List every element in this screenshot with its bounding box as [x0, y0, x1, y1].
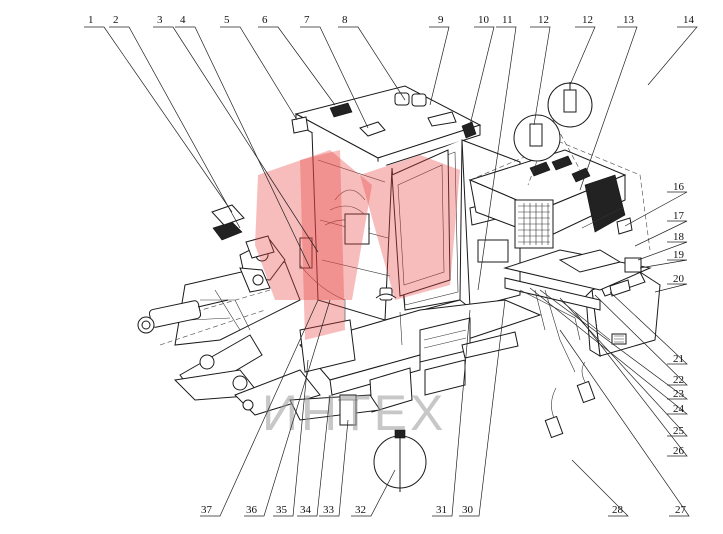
- hydraulic-cylinder: [137, 299, 229, 334]
- callout-18: 18: [673, 231, 685, 243]
- callout-11: 11: [502, 14, 513, 26]
- callout-labels: 1 2 3 4 5 6 7 8 9 10 11 12 12 13 14 16 1…: [88, 14, 695, 516]
- callout-19: 19: [673, 249, 685, 261]
- callout-27: 27: [675, 504, 687, 516]
- callout-37: 37: [201, 504, 213, 516]
- callout-31: 31: [436, 504, 447, 516]
- callout-23: 23: [673, 388, 685, 400]
- cab-window: [375, 149, 451, 301]
- callout-32: 32: [355, 504, 366, 516]
- callout-26: 26: [673, 445, 685, 457]
- bracket-parts: [211, 204, 275, 259]
- callout-17: 17: [673, 210, 685, 222]
- callout-12a: 12: [538, 14, 549, 26]
- leader-lines: [84, 26, 698, 517]
- callout-1: 1: [88, 14, 94, 26]
- callout-20: 20: [673, 273, 685, 285]
- watermark-text: ИНТЕХ: [262, 385, 446, 441]
- callout-28: 28: [612, 504, 624, 516]
- watermark-logo: [255, 150, 460, 340]
- callout-8: 8: [342, 14, 348, 26]
- callout-13: 13: [623, 14, 635, 26]
- callout-33: 33: [323, 504, 335, 516]
- detail-circles: [373, 82, 593, 492]
- callout-24: 24: [673, 403, 685, 415]
- cab-hoses: [299, 189, 371, 301]
- callout-30: 30: [462, 504, 474, 516]
- callout-10: 10: [478, 14, 490, 26]
- callout-3: 3: [157, 14, 163, 26]
- callout-16: 16: [673, 181, 685, 193]
- callout-22: 22: [673, 374, 684, 386]
- frame-rails: [503, 249, 652, 341]
- callout-7: 7: [304, 14, 310, 26]
- callout-34: 34: [300, 504, 312, 516]
- lower-tank: [299, 319, 358, 426]
- cab-steps: [289, 317, 519, 421]
- callout-5: 5: [224, 14, 230, 26]
- callout-12b: 12: [582, 14, 593, 26]
- small-sensors: [534, 289, 596, 439]
- callout-35: 35: [276, 504, 288, 516]
- callout-21: 21: [673, 353, 684, 365]
- rear-radiator: [581, 174, 633, 235]
- callout-2: 2: [113, 14, 119, 26]
- callout-4: 4: [180, 14, 186, 26]
- callout-14: 14: [683, 14, 695, 26]
- callout-25: 25: [673, 425, 685, 437]
- callout-36: 36: [246, 504, 258, 516]
- machine-drawing: [137, 82, 661, 492]
- callout-6: 6: [262, 14, 268, 26]
- callout-9: 9: [438, 14, 444, 26]
